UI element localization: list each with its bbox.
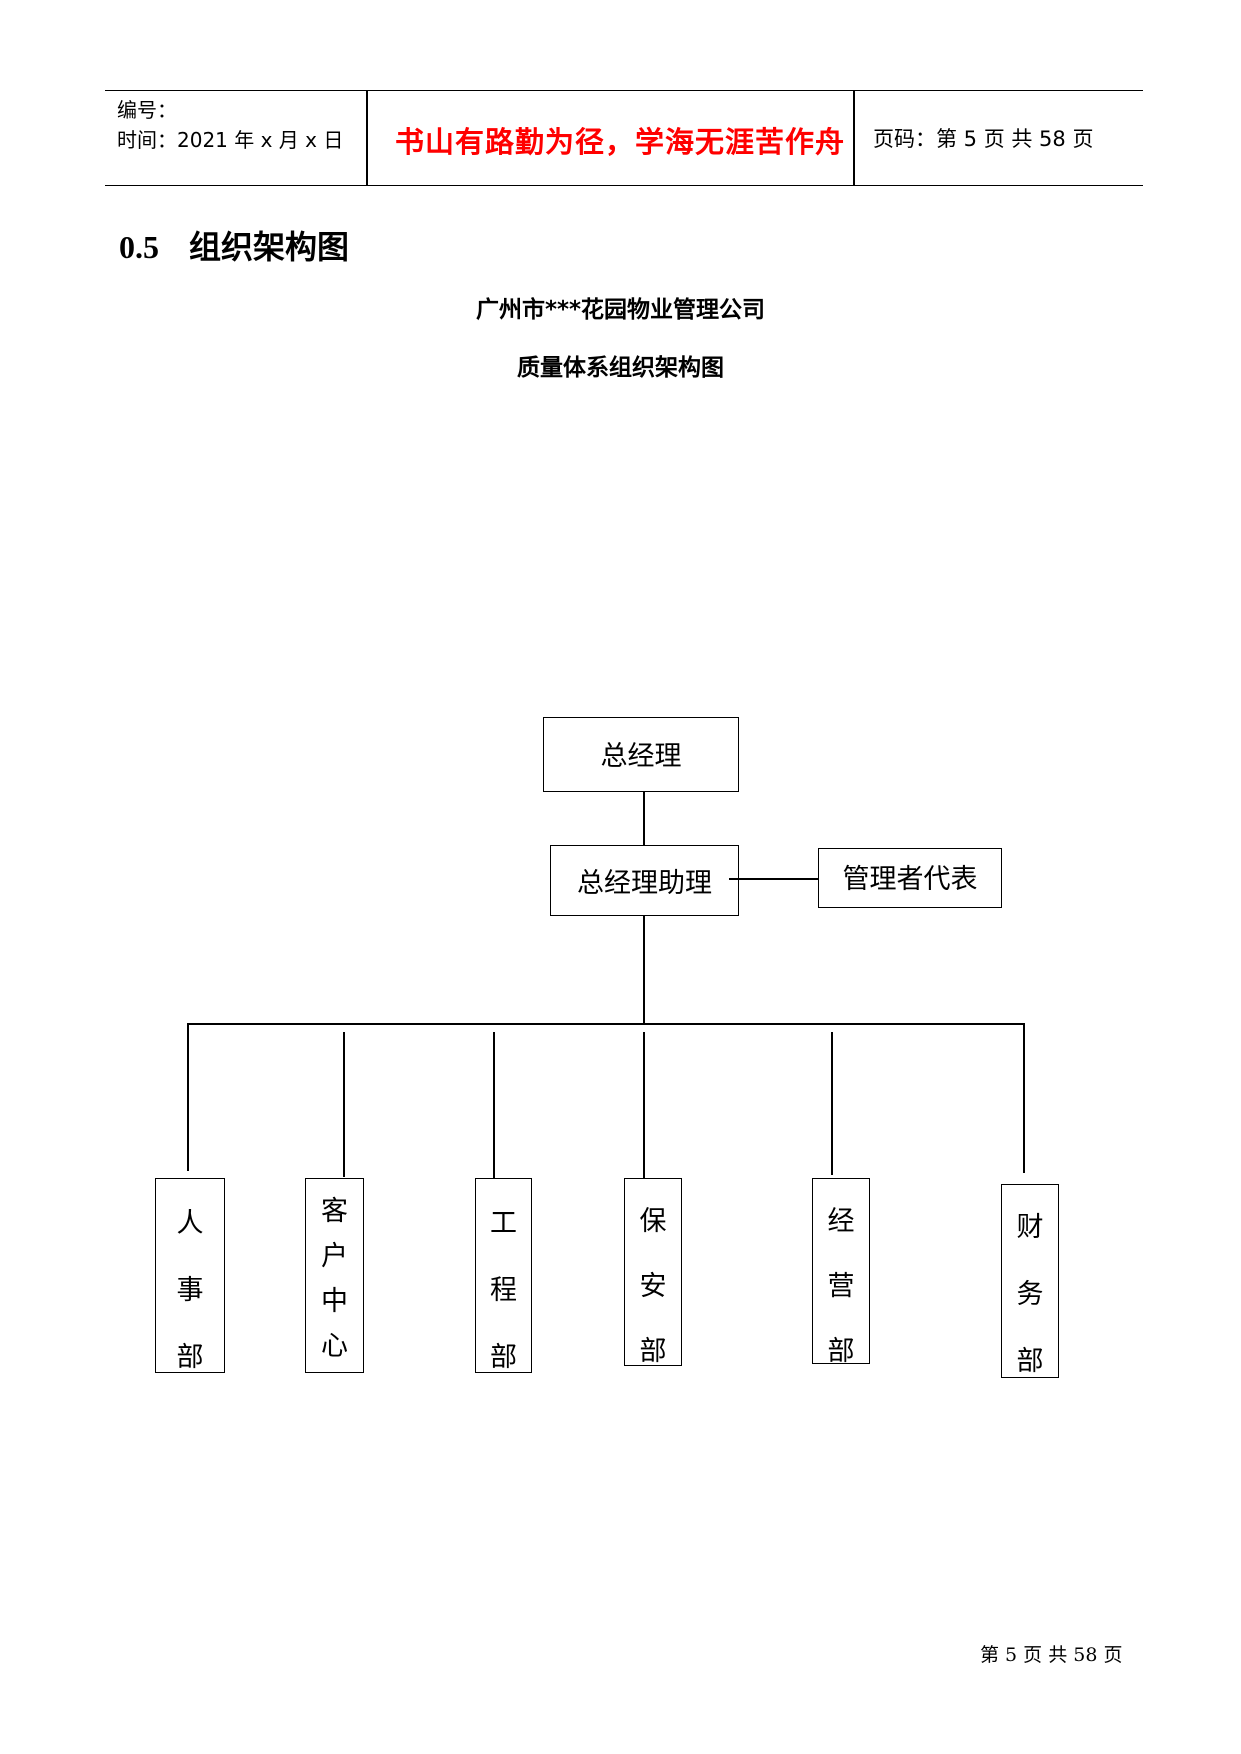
number-label: 编号：	[117, 98, 177, 122]
dept-char: 保	[639, 1206, 667, 1237]
connector-line	[831, 1032, 833, 1175]
page-footer: 第 5 页 共 58 页	[980, 1644, 1123, 1666]
dept-char: 工	[490, 1208, 517, 1239]
dept-char: 户	[321, 1241, 348, 1272]
connector-line	[187, 1023, 189, 1171]
dept-finance-box: 财 务 部	[1001, 1184, 1059, 1378]
dept-char: 客	[321, 1196, 348, 1227]
dept-char: 安	[639, 1271, 667, 1302]
connector-line	[643, 916, 645, 1023]
section-title: 组织架构图	[189, 229, 350, 265]
dept-hr-box: 人 事 部	[155, 1178, 225, 1373]
page-header: 编号： 时间：2021 年 x 月 x 日 书山有路勤为径，学海无涯苦作舟 页码…	[105, 90, 1143, 186]
connector-line	[187, 1023, 1025, 1025]
connector-line	[493, 1032, 495, 1180]
dept-char: 心	[321, 1331, 348, 1362]
dept-char: 财	[1016, 1212, 1044, 1243]
dept-customer-center-box: 客 户 中 心	[305, 1178, 364, 1373]
dept-char: 部	[827, 1336, 855, 1367]
management-rep-box: 管理者代表	[818, 848, 1002, 908]
connector-line	[343, 1032, 345, 1177]
dept-char: 营	[827, 1271, 855, 1302]
header-page-info: 页码：第 5 页 共 58 页	[873, 127, 1094, 151]
management-rep-label: 管理者代表	[842, 864, 978, 895]
dept-char: 务	[1016, 1279, 1044, 1310]
general-manager-box: 总经理	[543, 717, 739, 792]
dept-char: 中	[321, 1286, 348, 1317]
dept-char: 经	[827, 1206, 855, 1237]
dept-char: 部	[490, 1342, 517, 1373]
dept-security-box: 保 安 部	[624, 1178, 682, 1367]
dept-char: 人	[176, 1208, 204, 1239]
chart-title: 质量体系组织架构图	[517, 355, 724, 381]
time-label: 时间：2021 年 x 月 x 日	[117, 128, 344, 152]
dept-char: 事	[176, 1275, 204, 1306]
assistant-manager-label: 总经理助理	[577, 868, 712, 899]
dept-char: 部	[176, 1342, 204, 1373]
connector-line	[1023, 1023, 1025, 1173]
dept-char: 程	[490, 1275, 517, 1306]
section-number: 0.5	[119, 229, 159, 265]
connector-line	[729, 878, 818, 880]
header-motto: 书山有路勤为径，学海无涯苦作舟	[395, 125, 846, 159]
dept-char: 部	[1016, 1346, 1044, 1377]
section-heading: 0.5 组织架构图	[119, 222, 349, 268]
connector-line	[643, 1032, 645, 1180]
dept-operations-box: 经 营 部	[812, 1178, 870, 1367]
general-manager-label: 总经理	[600, 741, 682, 772]
header-divider	[853, 91, 855, 185]
dept-char: 部	[639, 1336, 667, 1367]
company-title: 广州市***花园物业管理公司	[475, 297, 766, 323]
assistant-manager-box: 总经理助理	[550, 845, 739, 916]
header-divider	[366, 91, 368, 185]
connector-line	[643, 792, 645, 845]
dept-engineering-box: 工 程 部	[475, 1178, 532, 1373]
header-left-cell: 编号： 时间：2021 年 x 月 x 日	[117, 95, 343, 155]
